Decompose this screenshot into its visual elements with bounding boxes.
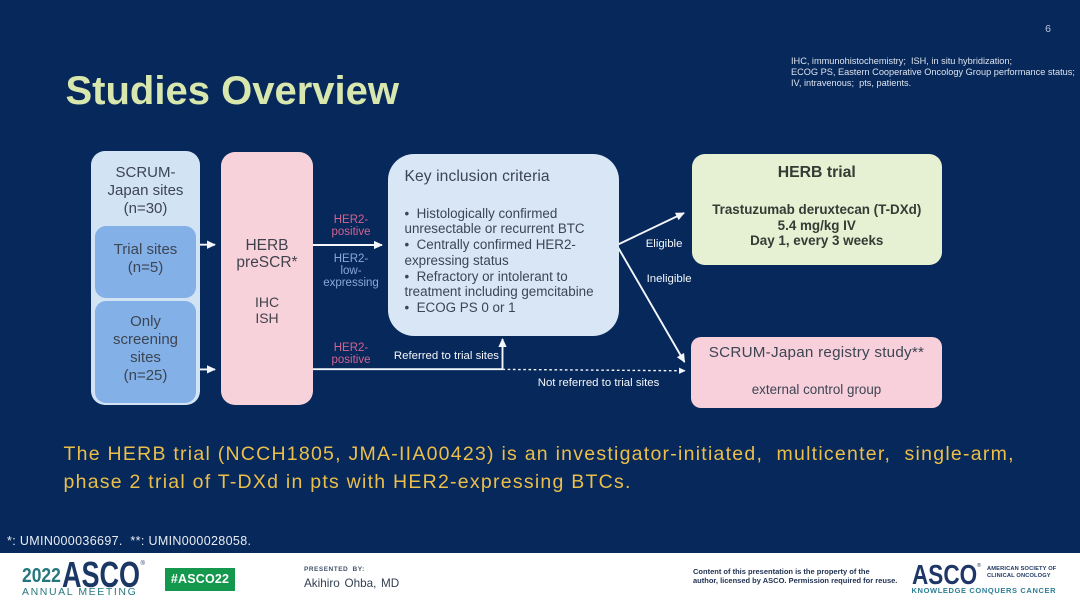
label-line: expressing — [323, 277, 379, 290]
label-ineligible: Ineligible — [646, 272, 692, 285]
disclaimer-line: Content of this presentation is the prop… — [693, 566, 870, 576]
asco-logo-society-name: AMERICAN SOCIETY OF CLINICAL ONCOLOGY — [987, 566, 1056, 580]
summary-line: phase 2 trial of T-DXd in pts with HER2-… — [63, 470, 632, 493]
summary-text: The HERB trial (NCCH1805, JMA-IIA00423) … — [64, 441, 1015, 496]
label-not-referred-to-trial-sites: Not referred to trial sites — [537, 376, 660, 389]
registry-title: SCRUM-Japan registry study** — [708, 343, 925, 361]
box-text-line: (n=30) — [123, 199, 168, 217]
box-text-line: ISH — [255, 310, 279, 326]
footer-bar: 2022 ASCO ® ANNUAL MEETING #ASCO22 PRESE… — [0, 553, 1080, 608]
presenter-name: Akihiro Ohba, MD — [304, 576, 400, 590]
criteria-line: • Refractory or intolerant to — [404, 268, 568, 284]
key-criteria-list: • Histologically confirmed unresectable … — [405, 206, 594, 316]
box-text-line: screening — [112, 330, 179, 348]
label-line: positive — [331, 353, 371, 366]
summary-line: The HERB trial (NCCH1805, JMA-IIA00423) … — [63, 443, 1015, 466]
arrow-not-referred-dashed — [502, 367, 686, 374]
box-text-line: HERB — [245, 236, 289, 254]
box-text-line: SCRUM- — [115, 164, 176, 182]
box-text-line: IHC — [254, 294, 280, 310]
box-text-line: Japan sites — [107, 182, 184, 200]
herb-trial-title: HERB trial — [777, 164, 856, 182]
herb-trial-details: Trastuzumab deruxtecan (T-DXd) 5.4 mg/kg… — [692, 202, 943, 248]
label-line: HER2- — [333, 214, 369, 227]
umin-footnote: *: UMIN000036697. **: UMIN000028058. — [7, 533, 252, 548]
label-line: positive — [331, 226, 371, 239]
label-her2-low-expressing: HER2- low- expressing — [321, 253, 381, 290]
box-text-line: Trial sites — [113, 241, 178, 259]
registry-subtitle: external control group — [751, 381, 882, 397]
box-text-line: preSCR* — [236, 253, 298, 271]
criteria-line: • Centrally confirmed HER2- — [404, 237, 576, 252]
criteria-line: unresectable or recurrent BTC — [404, 221, 585, 237]
box-text-line: (n=5) — [127, 258, 164, 276]
herb-trial-box: HERB trial Trastuzumab deruxtecan (T-DXd… — [691, 154, 943, 265]
slide-title: Studies Overview — [65, 69, 399, 114]
footer-year: 2022 — [21, 563, 61, 587]
label-line: low- — [340, 264, 362, 277]
herb-prescr-box: HERB preSCR* IHC ISH — [221, 152, 313, 405]
registered-mark-icon: ® — [140, 561, 145, 567]
label-line: HER2- — [333, 341, 369, 354]
asco-logo-wordmark: ASCO — [911, 558, 977, 590]
box-text-line: 5.4 mg/kg IV — [777, 217, 856, 233]
box-text-line: Only — [130, 312, 161, 330]
page-number: 6 — [1045, 22, 1051, 35]
screening-sites-box: Only screening sites (n=25) — [95, 301, 196, 403]
society-line: CLINICAL ONCOLOGY — [987, 573, 1051, 580]
criteria-line: • ECOG PS 0 or 1 — [404, 300, 516, 315]
hashtag-badge: #ASCO22 — [165, 567, 235, 591]
prescr-name: HERB preSCR* — [221, 237, 313, 271]
prescr-methods: IHC ISH — [221, 294, 313, 326]
criteria-line: expressing status — [404, 252, 509, 268]
trial-sites-box: Trial sites (n=5) — [95, 225, 196, 298]
criteria-line: • Histologically confirmed — [404, 205, 558, 221]
abbreviation-line: ECOG PS, Eastern Cooperative Oncology Gr… — [791, 66, 1075, 77]
presented-by-label: PRESENTED BY: — [304, 566, 365, 573]
society-line: AMERICAN SOCIETY OF — [987, 566, 1057, 572]
registry-study-box: SCRUM-Japan registry study** external co… — [691, 337, 942, 408]
asco-logo-tagline: KNOWLEDGE CONQUERS CANCER — [911, 586, 1057, 595]
label-line: HER2- — [333, 252, 369, 265]
box-text-line: Day 1, every 3 weeks — [750, 232, 884, 248]
arrow-ineligible — [615, 244, 686, 363]
abbreviation-line: IV, intravenous; pts, patients. — [791, 77, 912, 88]
box-text-line: sites — [130, 348, 161, 366]
key-criteria-title: Key inclusion criteria — [404, 167, 550, 185]
abbreviation-line: IHC, immunohistochemistry; ISH, in situ … — [791, 55, 1013, 66]
asco-logo-registered-mark-icon: ® — [977, 563, 982, 569]
label-her2-positive-top: HER2- positive — [321, 214, 381, 239]
key-inclusion-criteria-box: Key inclusion criteria • Histologically … — [388, 154, 619, 336]
footer-annual-meeting: ANNUAL MEETING — [22, 585, 138, 598]
copyright-disclaimer: Content of this presentation is the prop… — [693, 567, 897, 587]
abbreviations-note: IHC, immunohistochemistry; ISH, in situ … — [791, 56, 1075, 89]
criteria-line: treatment including gemcitabine — [404, 284, 594, 300]
label-eligible: Eligible — [645, 238, 683, 251]
box-text-line: Trastuzumab deruxtecan (T-DXd) — [712, 202, 922, 218]
label-her2-positive-bottom: HER2- positive — [321, 342, 381, 367]
disclaimer-line: author, licensed by ASCO. Permission req… — [693, 576, 898, 586]
box-text-line: (n=25) — [123, 366, 168, 384]
label-referred-to-trial-sites: Referred to trial sites — [393, 349, 499, 362]
asco-meeting-wordmark: ASCO — [61, 554, 140, 595]
